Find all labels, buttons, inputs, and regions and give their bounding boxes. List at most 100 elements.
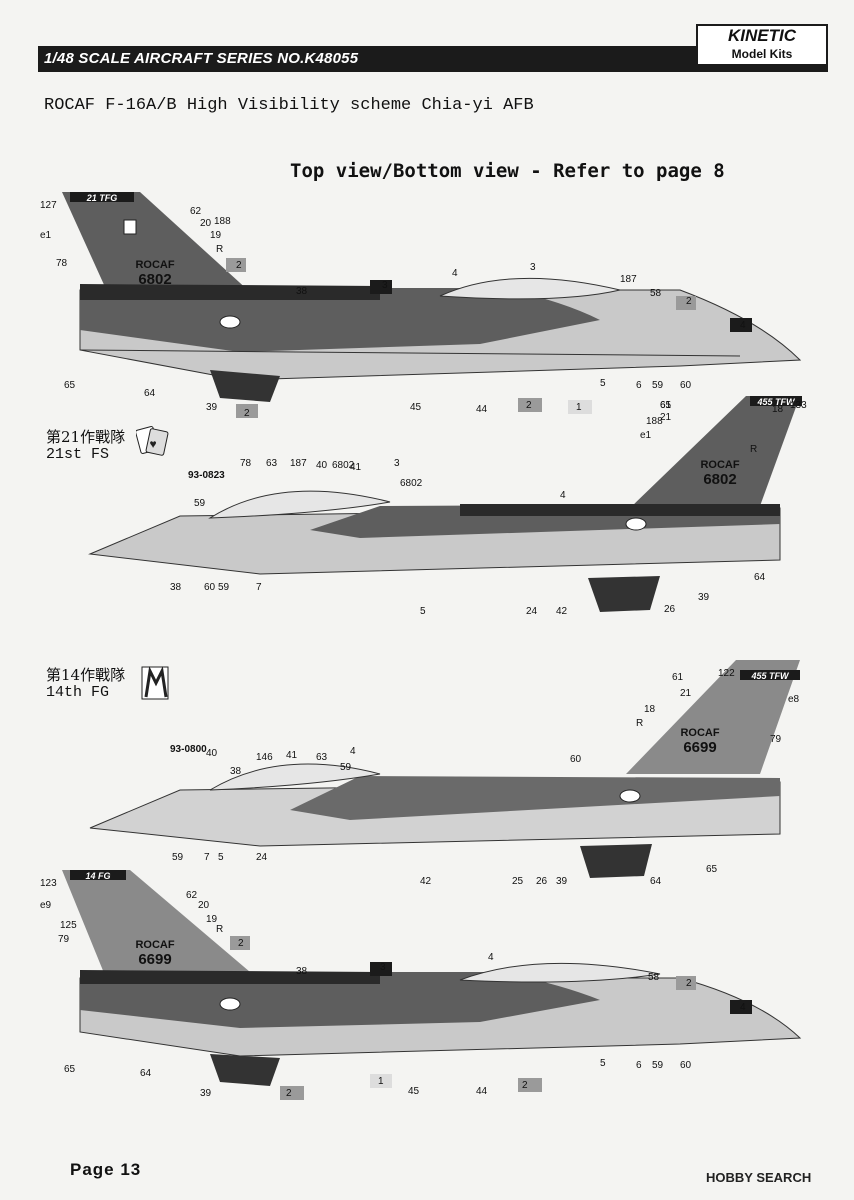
aircraft-2-callout: 38 [170, 582, 182, 593]
aircraft-1-callout: 78 [56, 258, 68, 269]
aircraft-1-callout: 58 [650, 288, 662, 299]
aircraft-1-callout: 2 [244, 408, 250, 419]
aircraft-1-callout: 44 [476, 404, 488, 415]
aircraft-2-serial-callout: 93-0823 [188, 470, 225, 481]
aircraft-1-callout: 187 [620, 274, 637, 285]
aircraft-4-callout: 20 [198, 900, 210, 911]
aircraft-4-callout: 2 [522, 1080, 528, 1091]
aircraft-2-callout: 40 [316, 460, 328, 471]
aircraft-3-callout: 21 [680, 688, 692, 699]
aircraft-1-callout: 188 [214, 216, 231, 227]
aircraft-3-tail-code: 455 TFW [750, 671, 790, 681]
aircraft-4-callout: 5 [600, 1058, 606, 1069]
aircraft-2-callout: 24 [526, 606, 538, 617]
aircraft-1-callout: 64 [144, 388, 156, 399]
aircraft-1-callout: 59 [652, 380, 664, 391]
aircraft-3-rocaf: ROCAF [680, 727, 719, 739]
aircraft-1-callout: 5 [600, 378, 606, 389]
aircraft-2-callout: 78 [240, 458, 252, 469]
aircraft-2-callout: R [750, 444, 757, 455]
aircraft-3-callout: 7 [204, 852, 210, 863]
brand-subtitle: Model Kits [731, 47, 793, 61]
page-number: Page 13 [70, 1160, 142, 1179]
unit-21-en: 21st FS [46, 446, 110, 463]
aircraft-1-callout: 127 [40, 200, 57, 211]
aircraft-1-serial: 6802 [138, 271, 171, 288]
aircraft-3-callout: 122 [718, 668, 735, 679]
aircraft-2-callout: 4 [560, 490, 566, 501]
aircraft-3-callout: e8 [788, 694, 800, 705]
aircraft-1-callout: 45 [410, 402, 422, 413]
aircraft-2-callout: 39 [698, 592, 710, 603]
aircraft-4-callout: 59 [652, 1060, 664, 1071]
aircraft-3-callout: 18 [644, 704, 656, 715]
aircraft-4-callout: 2 [686, 978, 692, 989]
aircraft-3-callout: 79 [770, 734, 782, 745]
svg-text:♥: ♥ [149, 437, 156, 451]
aircraft-1-callout: 4 [452, 268, 458, 279]
aircraft-4-callout: 60 [680, 1060, 692, 1071]
aircraft-4-callout: 2 [286, 1088, 292, 1099]
aircraft-4-callout: 125 [60, 920, 77, 931]
aircraft-4-callout: 3 [380, 962, 386, 973]
aircraft-1-tail-fin [62, 192, 250, 298]
unit-14-zh: 第14作戰隊 [46, 666, 126, 684]
aircraft-4-callout: 58 [648, 972, 660, 983]
aircraft-2-callout: 21 [660, 412, 672, 423]
aircraft-4-callout: 123 [40, 878, 57, 889]
aircraft-4-callout: 4 [740, 1002, 746, 1013]
aircraft-3-serial: 6699 [683, 739, 716, 756]
aircraft-4-serial: 6699 [138, 951, 171, 968]
aircraft-2-rocaf: ROCAF [700, 459, 739, 471]
aircraft-4-callout: 79 [58, 934, 70, 945]
aircraft-1-callout: 3 [382, 280, 388, 291]
aircraft-4-callout: 4 [488, 952, 494, 963]
aircraft-2-callout: 188 [646, 416, 663, 427]
aircraft-1-callout: 62 [190, 206, 202, 217]
aircraft-3-callout: 40 [206, 748, 218, 759]
aircraft-3-callout: 61 [672, 672, 684, 683]
unit-21-zh: 第21作戰隊 [46, 428, 126, 446]
aircraft-3-callout: 41 [286, 750, 298, 761]
scheme-title: ROCAF F-16A/B High Visibility scheme Chi… [44, 96, 534, 115]
aircraft-3-callout: 59 [340, 762, 352, 773]
reference-note: Top view/Bottom view - Refer to page 8 [290, 160, 725, 182]
aircraft-1-callout: e1 [40, 230, 52, 241]
aircraft-1-callout: 60 [680, 380, 692, 391]
aircraft-2-serial: 6802 [703, 471, 736, 488]
aircraft-1-callout: 4 [740, 320, 746, 331]
aircraft-4-callout: 19 [206, 914, 218, 925]
aircraft-4-callout: 44 [476, 1086, 488, 1097]
aircraft-2-callout: 7 [256, 582, 262, 593]
aircraft-2-callout: 61 [660, 400, 672, 411]
aircraft-4-callout: 65 [64, 1064, 76, 1075]
aircraft-3-callout: 26 [536, 876, 548, 887]
aircraft-3-callout: 59 [172, 852, 184, 863]
hobby-search-watermark: HOBBY SEARCH [706, 1170, 812, 1185]
aircraft-2-callout: 59 [194, 498, 206, 509]
aircraft-4-rocaf: ROCAF [135, 939, 174, 951]
aircraft-3-callout: 64 [650, 876, 662, 887]
aircraft-1-callout: R [216, 244, 223, 255]
aircraft-4-callout: 6 [636, 1060, 642, 1071]
aircraft-4-callout: 45 [408, 1086, 420, 1097]
aircraft-4-callout: 2 [238, 938, 244, 949]
aircraft-1-callout: 20 [200, 218, 212, 229]
aircraft-1-rocaf: ROCAF [135, 259, 174, 271]
aircraft-1-callout: 3 [530, 262, 536, 273]
aircraft-2-callout: 42 [556, 606, 568, 617]
aircraft-2-callout: 59 [218, 582, 230, 593]
aircraft-2-callout: 6802 [332, 460, 355, 471]
kinetic-logo: KINETIC Model Kits [696, 24, 828, 66]
aircraft-3-callout: 65 [706, 864, 718, 875]
aircraft-2-callout: 41 [350, 462, 362, 473]
aircraft-2-callout: 133 [790, 400, 807, 411]
aircraft-2-callout: 65 [660, 400, 672, 411]
aircraft-2-callout: 26 [664, 604, 676, 615]
aircraft-1-callout: 2 [236, 260, 242, 271]
aircraft-2-tail-fin [630, 396, 800, 508]
